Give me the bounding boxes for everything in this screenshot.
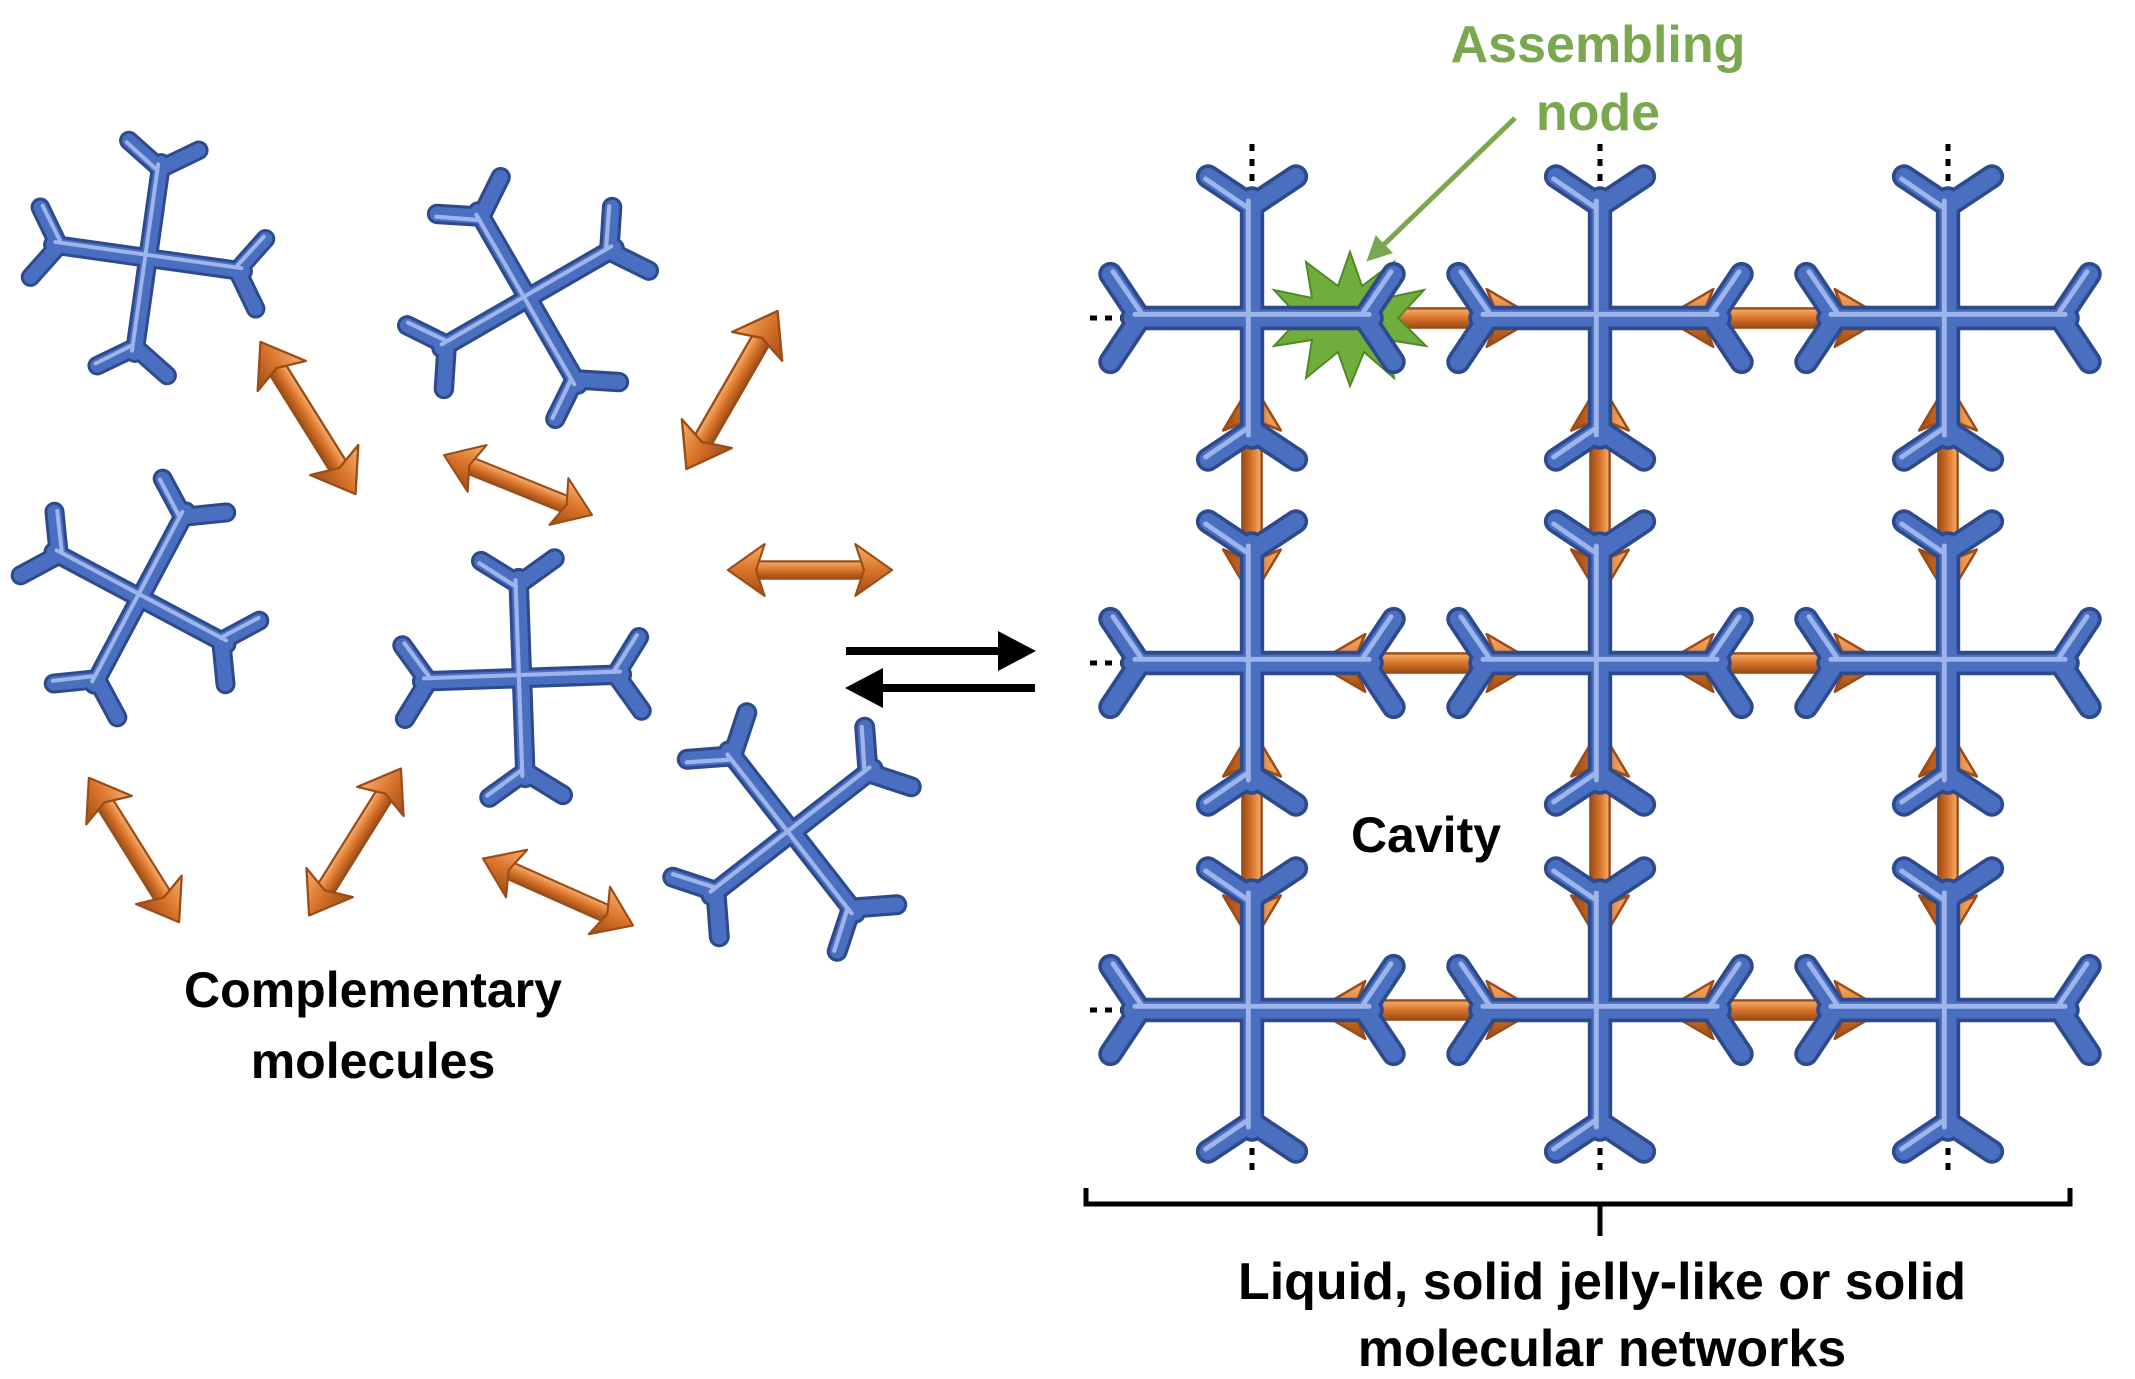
free-linker-6 (284, 752, 426, 932)
free-tecton-2 (366, 136, 689, 459)
equilibrium-arrows-icon (845, 631, 1036, 708)
free-tecton-1 (20, 130, 277, 387)
network-description-label-2: molecular networks (1358, 1320, 1846, 1378)
free-tecton-5 (621, 661, 963, 1003)
network-tecton-3 (1806, 176, 2089, 459)
free-linker-4 (726, 543, 894, 597)
free-tecton-3 (0, 441, 297, 755)
free-linker-1 (235, 325, 381, 511)
free-tecton-4 (400, 556, 645, 801)
free-linker-2 (433, 430, 603, 540)
network-tecton-6 (1806, 521, 2089, 804)
network-description-label: Liquid, solid jelly-like or solid (1238, 1253, 1966, 1311)
network-tecton-9 (1806, 868, 2089, 1151)
complementary-molecules-label-2: molecules (251, 1033, 496, 1089)
free-linker-5 (64, 762, 204, 938)
complementary-molecules-label: Complementary (184, 962, 562, 1018)
network-tecton-1 (1110, 176, 1393, 459)
assembling-node-label-2: node (1536, 84, 1660, 142)
node-pointer-arrow (1366, 116, 1517, 262)
free-linker-3 (660, 295, 804, 485)
network-tecton-7 (1110, 868, 1393, 1151)
network-bracket (1083, 1188, 2073, 1236)
network-tecton-8 (1458, 868, 1741, 1151)
free-molecules-cluster (0, 130, 963, 1003)
free-linker-7 (471, 833, 645, 951)
network-tecton-5 (1458, 521, 1741, 804)
network-tecton-4 (1110, 521, 1393, 804)
network-grid (1090, 144, 2090, 1172)
network-tecton-2 (1458, 176, 1741, 459)
assembling-node-label: Assembling (1451, 16, 1746, 74)
cavity-label: Cavity (1351, 807, 1501, 863)
